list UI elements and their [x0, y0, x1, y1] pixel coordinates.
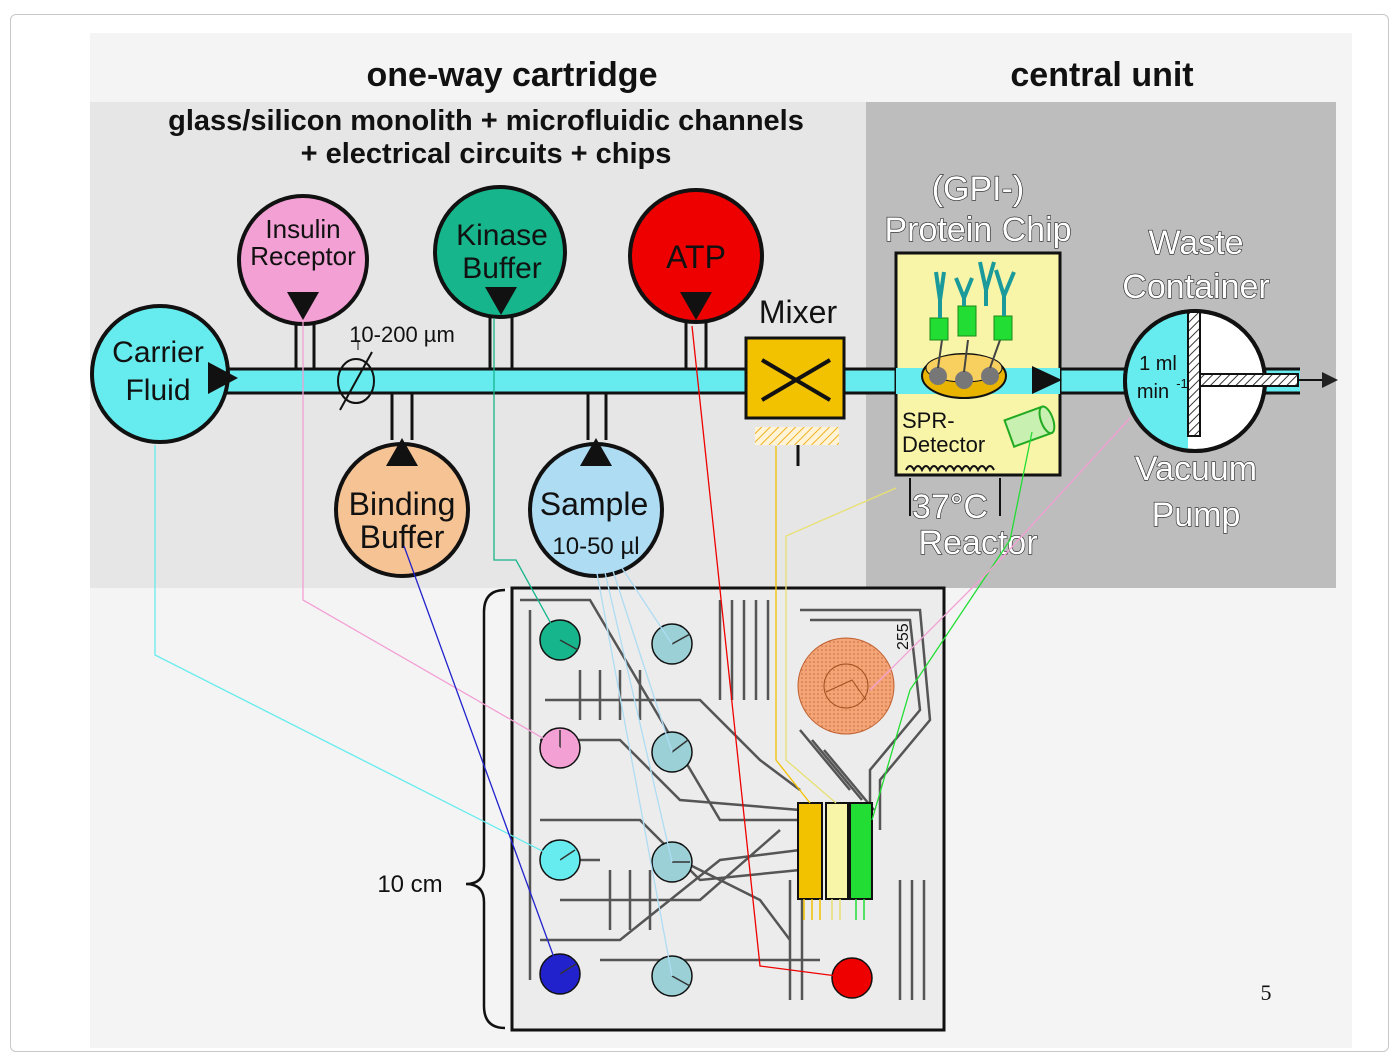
insulin-receptor-reservoir — [237, 194, 369, 326]
mixer-label: Mixer — [759, 294, 838, 330]
size-brace — [465, 588, 506, 1030]
channel-width-marker — [337, 340, 375, 411]
binding-buffer-reservoir — [334, 438, 470, 578]
carrier-fluid-reservoir — [90, 304, 238, 444]
subtitle-line2: + electrical circuits + chips — [301, 138, 672, 170]
carrier-label-2: Fluid — [125, 374, 190, 407]
mixer — [744, 336, 846, 466]
page-number: 5 — [1261, 980, 1272, 1005]
waste-container — [1123, 309, 1338, 453]
flow-rate-1: 1 ml — [1139, 353, 1177, 375]
pump-label-1: Vacuum — [1135, 450, 1257, 488]
reactor-temp: 37°C — [912, 488, 988, 526]
waste-label-1: Waste — [1148, 224, 1243, 262]
protein-chip — [894, 251, 1062, 516]
insulin-label-2: Receptor — [250, 241, 356, 271]
chip-code: 255 — [895, 623, 912, 650]
subtitle-line1: glass/silicon monolith + microfluidic ch… — [168, 105, 804, 137]
sample-label: Sample — [540, 486, 649, 522]
flow-rate-2: min — [1137, 381, 1169, 403]
channel-width-label: 10-200 µm — [349, 322, 455, 347]
flow-rate-exp: -1 — [1176, 376, 1188, 391]
atp-label: ATP — [666, 239, 726, 275]
waste-label-2: Container — [1122, 268, 1269, 306]
spr-label-1: SPR- — [902, 408, 955, 433]
cartridge-title: one-way cartridge — [367, 56, 658, 94]
sample-volume: 10-50 µl — [552, 533, 639, 560]
central-unit-title: central unit — [1010, 56, 1193, 94]
kinase-label-2: Buffer — [462, 252, 542, 285]
atp-reservoir — [628, 188, 764, 324]
connector-lines — [154, 318, 1131, 979]
carrier-label-1: Carrier — [112, 336, 204, 369]
cartridge-layout: 255 — [510, 586, 946, 1032]
insulin-label-1: Insulin — [265, 214, 340, 244]
protein-chip-label-1: (GPI-) — [932, 170, 1025, 208]
spr-label-2: Detector — [902, 432, 985, 457]
pump-label-2: Pump — [1152, 496, 1241, 534]
kinase-buffer-reservoir — [433, 185, 567, 319]
sample-reservoir — [528, 438, 664, 578]
protein-chip-label-2: Protein Chip — [884, 211, 1071, 249]
binding-label-2: Buffer — [360, 519, 445, 555]
size-label: 10 cm — [377, 871, 442, 898]
reactor-label: Reactor — [918, 524, 1037, 562]
kinase-label-1: Kinase — [456, 219, 548, 252]
binding-label-1: Binding — [349, 486, 456, 522]
